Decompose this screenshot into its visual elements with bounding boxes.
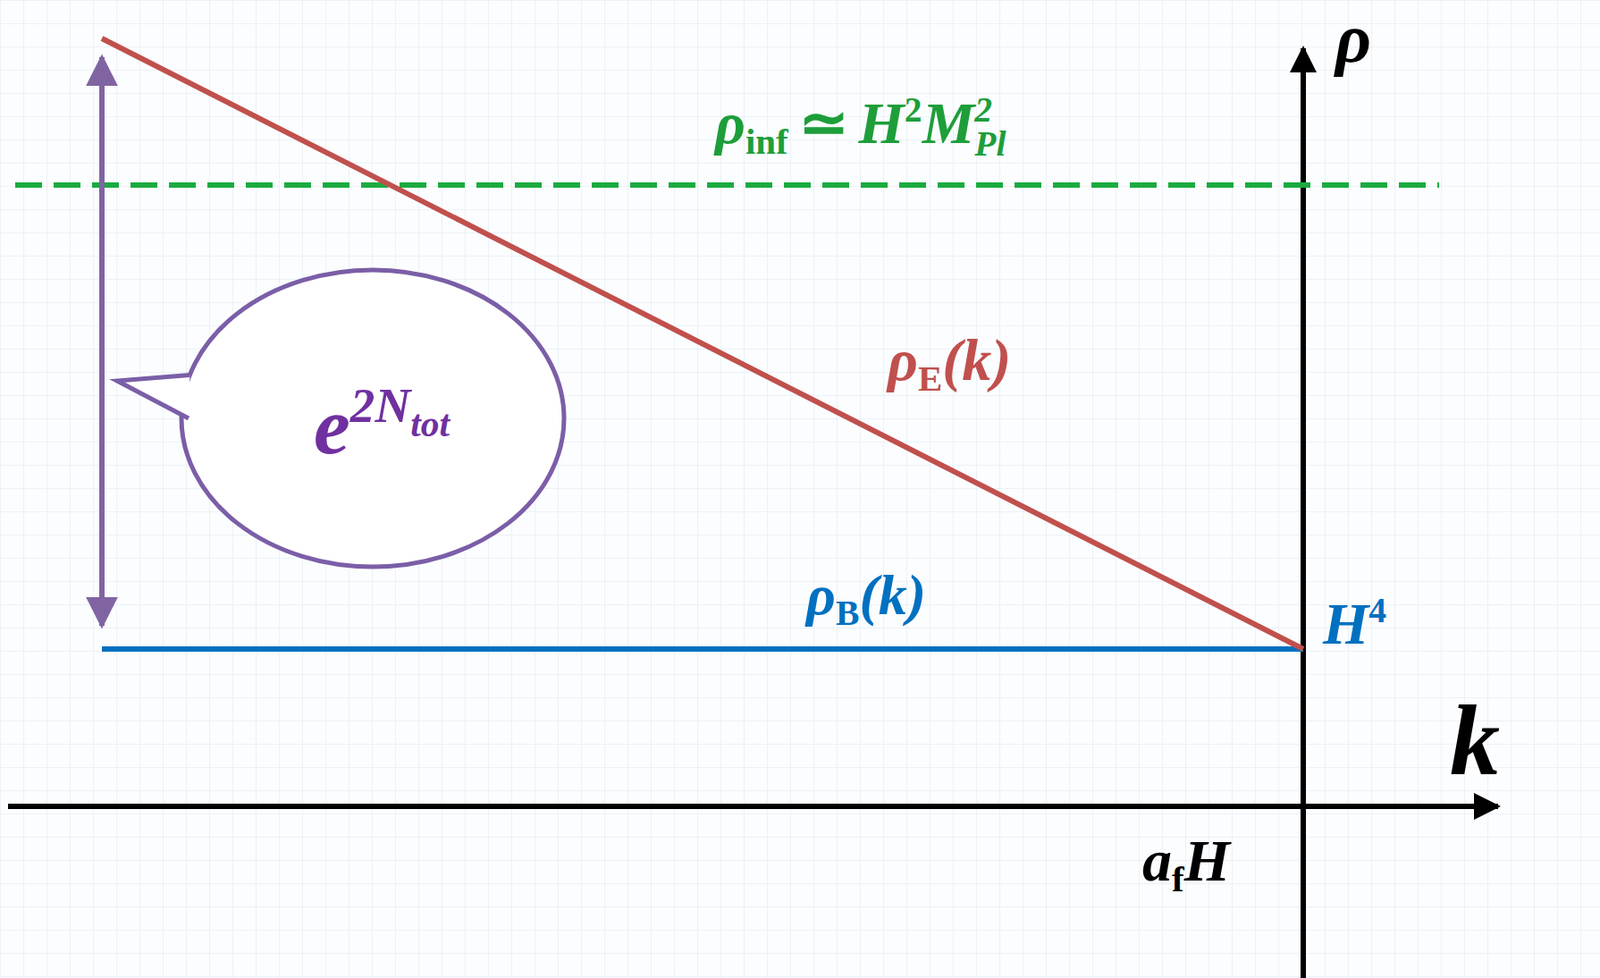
label-text: inf (745, 121, 789, 162)
magnetic-energy-line (101, 646, 1304, 652)
formula-text: 2N (350, 378, 411, 433)
ratio-arrow (99, 57, 105, 626)
label-text: (k) (858, 563, 927, 627)
index-text: 2 (974, 93, 1006, 128)
x-axis (8, 803, 1499, 809)
math-label: k (1449, 690, 1500, 791)
label-text: k (1449, 684, 1500, 796)
label-text: ρ (806, 563, 836, 627)
label-text: H (858, 90, 905, 156)
label-text: 2 (904, 90, 923, 130)
math-label: afH (1142, 831, 1230, 899)
label-text: f (1171, 858, 1185, 900)
bubble-text: e2Ntot (313, 380, 450, 466)
math-label: H4 (1322, 593, 1387, 654)
formula-text: tot (410, 403, 450, 445)
index-text: Pl (974, 127, 1006, 162)
label-text: ρ (715, 90, 746, 156)
label-text: ≃ (799, 90, 849, 156)
label-text: H (1184, 827, 1230, 893)
label-text: 4 (1368, 590, 1387, 631)
electric-energy-line (101, 38, 1304, 649)
math-label: ρ (1335, 3, 1372, 74)
formula-text: e (313, 379, 351, 472)
math-label: ρB(k) (806, 566, 927, 632)
label-text: ρ (1335, 0, 1372, 77)
label-text: a (1142, 827, 1172, 893)
inflation-energy-line (15, 182, 1440, 188)
label-text: E (917, 358, 943, 399)
label-text: (k) (942, 327, 1011, 393)
math-label: ρinf≃H2M2Pl (715, 92, 1007, 161)
math-label: ρE(k) (887, 330, 1011, 398)
label-text: ρ (887, 327, 918, 393)
label-text: H (1322, 590, 1369, 657)
stacked-indices: 2Pl (974, 93, 1006, 161)
speech-bubble: e2Ntot (178, 267, 567, 570)
label-text: B (835, 593, 859, 633)
label-text: M (922, 90, 976, 156)
